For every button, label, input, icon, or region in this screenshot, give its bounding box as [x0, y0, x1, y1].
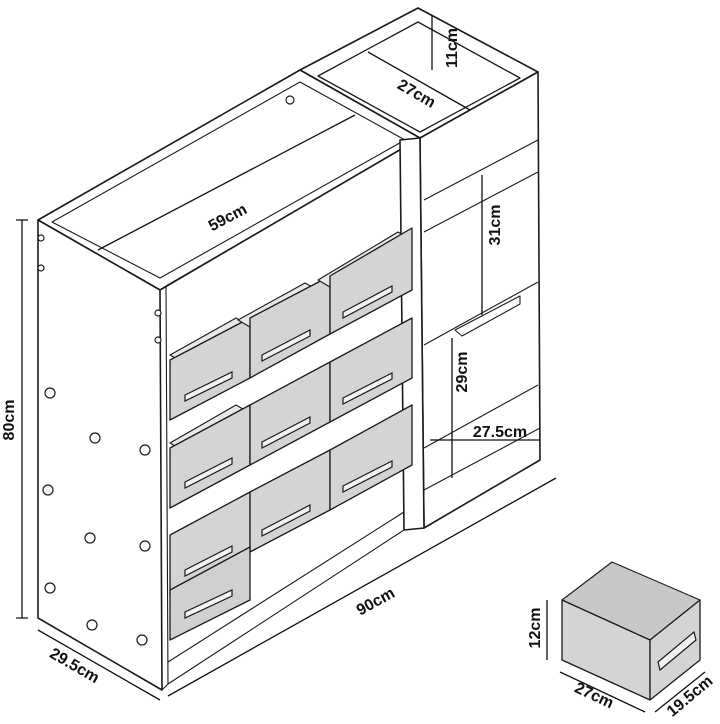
- bins-group: [169, 227, 413, 641]
- left-panel-holes: [37, 95, 295, 646]
- label-bin-height: 12cm: [527, 608, 544, 649]
- bin-row-1: [169, 227, 413, 421]
- bin-row-3: [169, 404, 413, 596]
- top-cubby-back: [317, 21, 521, 133]
- bin-dim-depth-line: [654, 671, 706, 713]
- right-shelf-line-4: [423, 384, 539, 449]
- right-shelf-line-1: [423, 139, 539, 201]
- bin-detail: 12cm 27cm 19.5cm: [527, 561, 716, 721]
- label-overall-width: 90cm: [354, 585, 398, 620]
- right-shelf-line-3: [423, 281, 539, 346]
- right-shelf-line-2: [423, 171, 539, 233]
- label-bin-width: 27cm: [572, 680, 616, 713]
- dimension-lines: [16, 15, 557, 701]
- label-lower-compartment-height: 29cm: [454, 352, 471, 393]
- right-shelf-line-5: [423, 427, 541, 491]
- label-middle-shelf-height: 31cm: [487, 205, 504, 246]
- label-overall-height: 80cm: [1, 400, 18, 441]
- base-front-edge: [167, 529, 405, 685]
- bin-dim-width-line: [559, 671, 646, 713]
- shelf-unit: [37, 7, 541, 691]
- dim-width-line: [167, 477, 557, 697]
- dim-inner-width-line: [97, 114, 356, 251]
- back-top-edge: [165, 149, 401, 287]
- base-inner-edge: [167, 511, 405, 663]
- left-panel-edge: [159, 285, 169, 691]
- bin-row-2: [169, 317, 413, 509]
- label-lower-compartment-width: 27.5cm: [473, 424, 527, 441]
- label-top-cubby-height: 11cm: [444, 28, 461, 68]
- bin-detail-handle: [657, 630, 697, 672]
- dim-depth-line: [37, 629, 161, 701]
- bin-row-4: [169, 546, 251, 641]
- dim-cubby-width-line: [367, 51, 471, 111]
- right-shelf-lip: [454, 295, 521, 337]
